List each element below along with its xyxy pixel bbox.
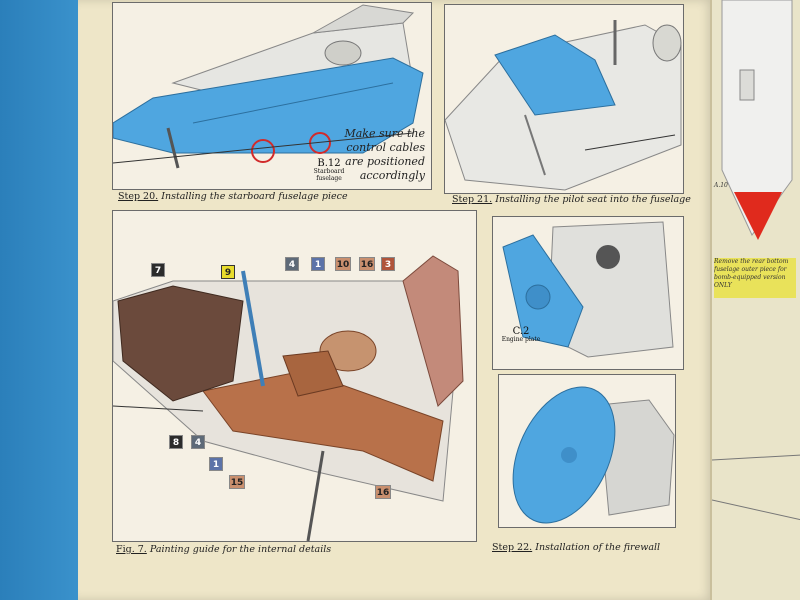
paint-tag-1-top: 1 — [311, 257, 325, 271]
paint-tag-4-top: 4 — [285, 257, 299, 271]
part-b12-name: Starboard fuselage — [313, 168, 345, 182]
engine-plate-drawing — [502, 221, 674, 358]
step22-caption: Step 22. Installation of the firewall — [492, 542, 660, 553]
fig7-number: Fig. 7. — [116, 544, 147, 555]
next-page-drawing — [712, 0, 800, 521]
part-c2-label: C.2 Engine plate — [499, 326, 543, 344]
fig7-text: Painting guide for the internal details — [149, 544, 332, 555]
step20-illustration: B.12 Starboard fuselage Make sure the co… — [112, 2, 432, 190]
paint-tag-7: 7 — [151, 263, 165, 277]
firewall-drawing — [512, 386, 675, 524]
note-line-2: control cables — [346, 141, 425, 154]
fig7-illustration: 7 9 4 1 10 16 3 8 4 1 15 16 — [112, 210, 477, 542]
part-b12-label: B.12 Starboard fuselage — [309, 158, 349, 183]
note-line-3: are positioned — [345, 155, 425, 168]
paint-tag-16-top: 16 — [359, 257, 375, 271]
step22-text: Installation of the firewall — [535, 542, 661, 553]
next-page-edge: A.10 Remove the rear bottom fuselage out… — [710, 0, 800, 600]
part-b12-code: B.12 — [317, 158, 341, 169]
step22-bottom-illustration — [498, 374, 676, 528]
part-c2-name: Engine plate — [501, 336, 541, 343]
next-page-snippet: Remove the rear bottom fuselage outer pi… — [714, 258, 796, 298]
book-cover — [0, 0, 80, 600]
paint-tag-10: 10 — [335, 257, 351, 271]
paint-tag-4-bottom: 4 — [191, 435, 205, 449]
step21-text: Installing the pilot seat into the fusel… — [495, 194, 691, 205]
painting-guide-drawing — [113, 255, 464, 541]
paint-tag-1-bottom: 1 — [209, 457, 223, 471]
paint-tag-9: 9 — [221, 265, 235, 279]
step21-caption: Step 21. Installing the pilot seat into … — [452, 194, 691, 205]
step20-caption: Step 20. Installing the starboard fusela… — [118, 191, 348, 202]
step21-number: Step 21. — [452, 194, 493, 205]
step21-illustration — [444, 4, 684, 194]
next-page-ref: A.10 — [714, 182, 728, 189]
fig7-caption: Fig. 7. Painting guide for the internal … — [116, 544, 331, 555]
note-line-1: Make sure the — [344, 127, 425, 140]
step22-top-illustration: C.2 Engine plate — [492, 216, 684, 370]
note-line-4: accordingly — [359, 169, 425, 182]
paint-tag-8: 8 — [169, 435, 183, 449]
step20-number: Step 20. — [118, 191, 159, 202]
pilot-seat-drawing — [445, 20, 682, 191]
step20-text: Installing the starboard fuselage piece — [161, 191, 348, 202]
part-c2-code: C.2 — [512, 326, 530, 337]
paint-tag-16-bottom: 16 — [375, 485, 391, 499]
paint-tag-3: 3 — [381, 257, 395, 271]
control-cables-note: Make sure the control cables are positio… — [339, 127, 425, 183]
starboard-fuselage-drawing — [113, 4, 424, 169]
paint-tag-15: 15 — [229, 475, 245, 489]
manual-page: B.12 Starboard fuselage Make sure the co… — [78, 0, 716, 600]
step22-number: Step 22. — [492, 542, 533, 553]
